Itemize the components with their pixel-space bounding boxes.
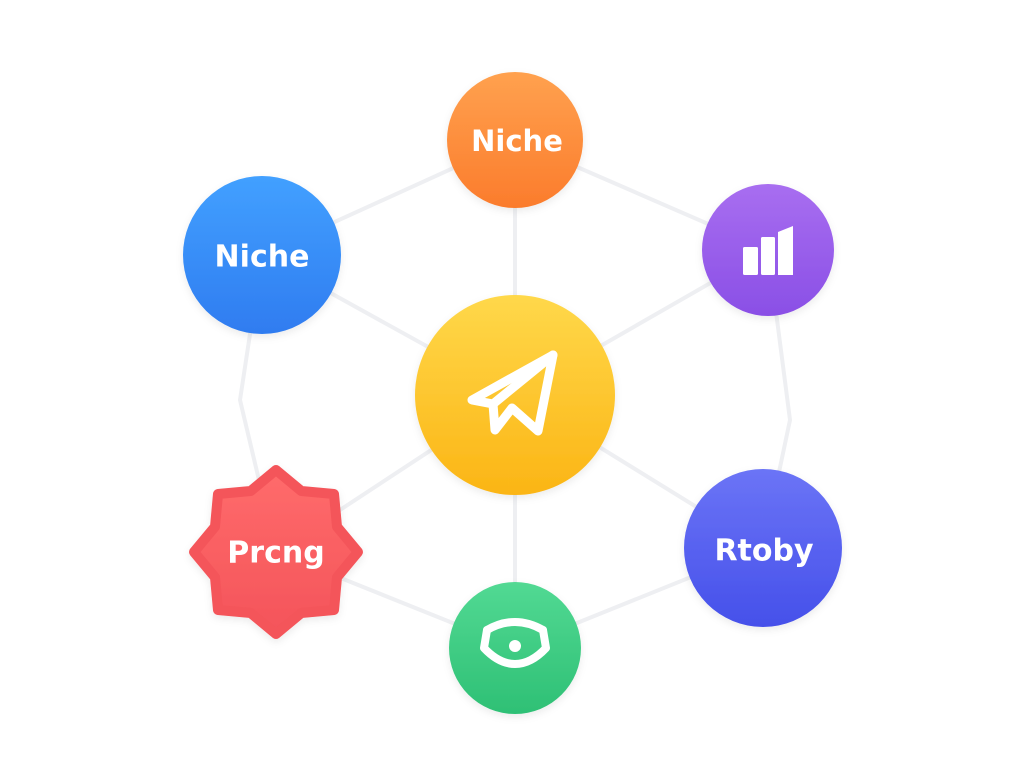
node-center[interactable] (415, 295, 615, 495)
router-icon (480, 618, 550, 668)
node-lower-left-label: Prcng (227, 536, 324, 571)
bar-chart-icon (743, 226, 793, 275)
node-bottom[interactable] (449, 582, 581, 714)
node-upper-right[interactable] (702, 184, 834, 316)
node-upper-left-label: Niche (215, 240, 310, 275)
node-top-label: Niche (471, 124, 563, 158)
paper-plane-icon (467, 350, 558, 436)
node-lower-right[interactable]: Rtoby (684, 469, 842, 627)
node-lower-right-label: Rtoby (714, 534, 814, 569)
node-upper-left[interactable]: Niche (183, 176, 341, 334)
node-lower-left[interactable]: Prcng (189, 465, 363, 639)
node-top[interactable]: Niche (447, 72, 583, 208)
